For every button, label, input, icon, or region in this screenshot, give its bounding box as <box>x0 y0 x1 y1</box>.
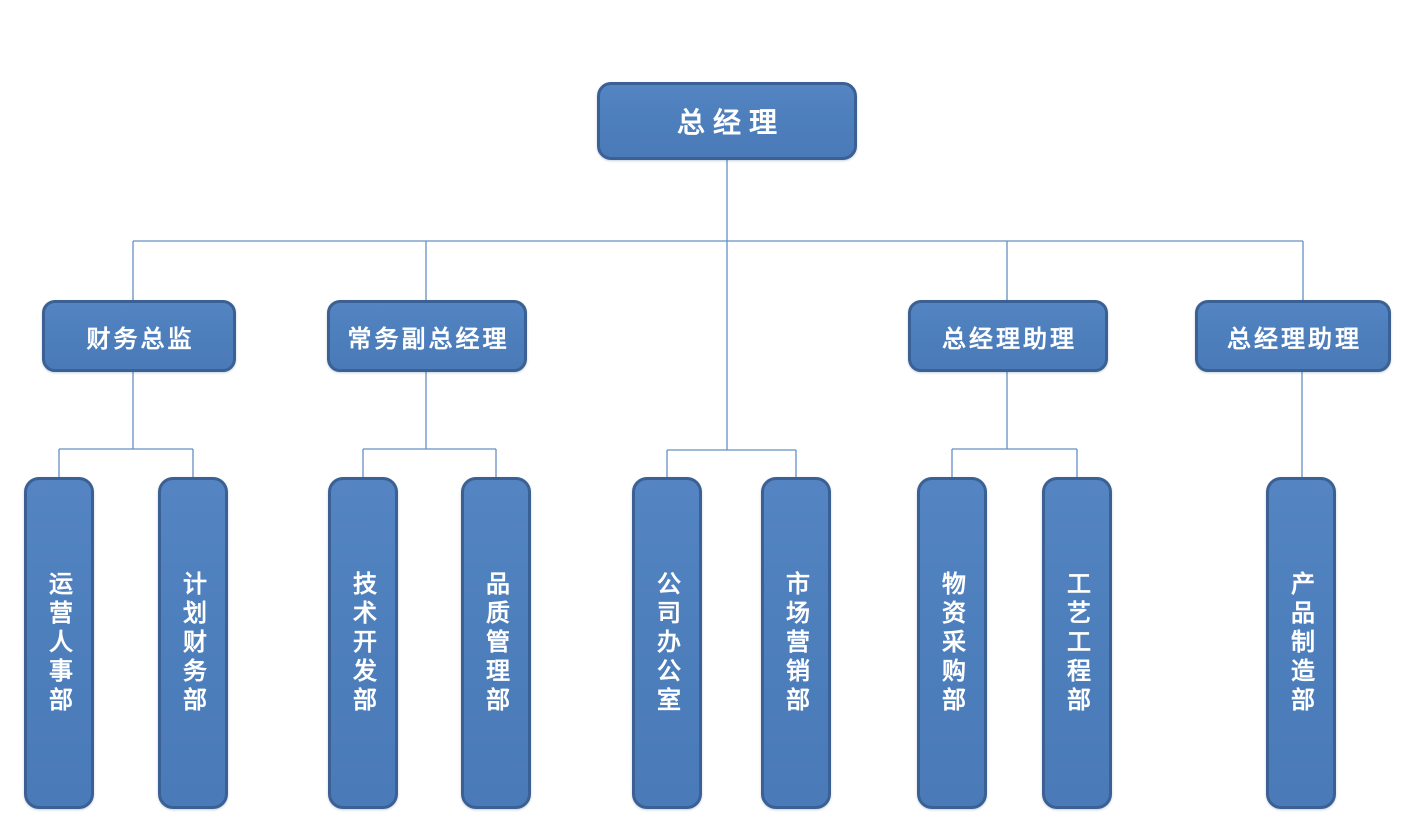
node-material-purchasing-dept: 物资采购部 <box>917 477 987 809</box>
node-company-office: 公司办公室 <box>632 477 702 809</box>
node-quality-management-dept: 品质管理部 <box>461 477 531 809</box>
node-finance-director: 财务总监 <box>42 300 236 372</box>
node-gm-assistant-1: 总经理助理 <box>908 300 1108 372</box>
node-tech-development-dept: 技术开发部 <box>328 477 398 809</box>
node-general-manager: 总经理 <box>597 82 857 160</box>
node-product-manufacturing-dept: 产品制造部 <box>1266 477 1336 809</box>
node-gm-assistant-2: 总经理助理 <box>1195 300 1391 372</box>
node-executive-deputy-gm: 常务副总经理 <box>327 300 527 372</box>
node-planning-finance-dept: 计划财务部 <box>158 477 228 809</box>
node-process-engineering-dept: 工艺工程部 <box>1042 477 1112 809</box>
node-marketing-dept: 市场营销部 <box>761 477 831 809</box>
node-operations-hr-dept: 运营人事部 <box>24 477 94 809</box>
